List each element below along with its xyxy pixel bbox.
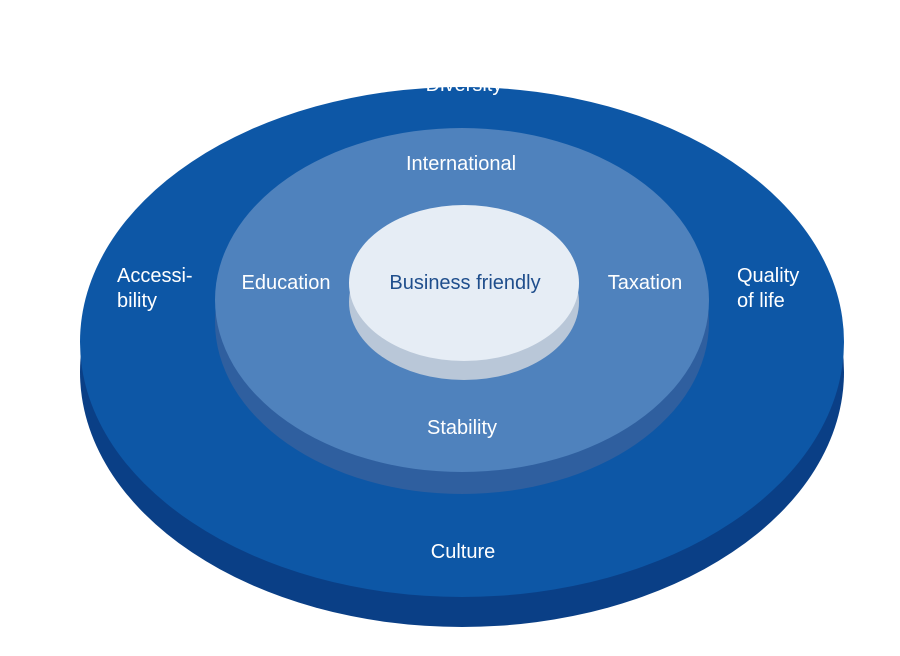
outer-label-left-line1: Accessi- — [117, 265, 193, 287]
outer-label-right-line2: of life — [737, 290, 785, 312]
middle-label-right: Taxation — [608, 272, 683, 294]
outer-label-right-line1: Quality — [737, 265, 799, 287]
center-label: Business friendly — [389, 272, 540, 294]
center-disc-top — [349, 205, 579, 361]
outer-label-left-line2: bility — [117, 290, 157, 312]
middle-label-top: International — [406, 153, 516, 175]
middle-label-bottom: Stability — [427, 417, 497, 439]
outer-label-top: Diversity — [426, 74, 503, 96]
middle-label-left: Education — [242, 272, 331, 294]
outer-label-bottom: Culture — [431, 541, 495, 563]
